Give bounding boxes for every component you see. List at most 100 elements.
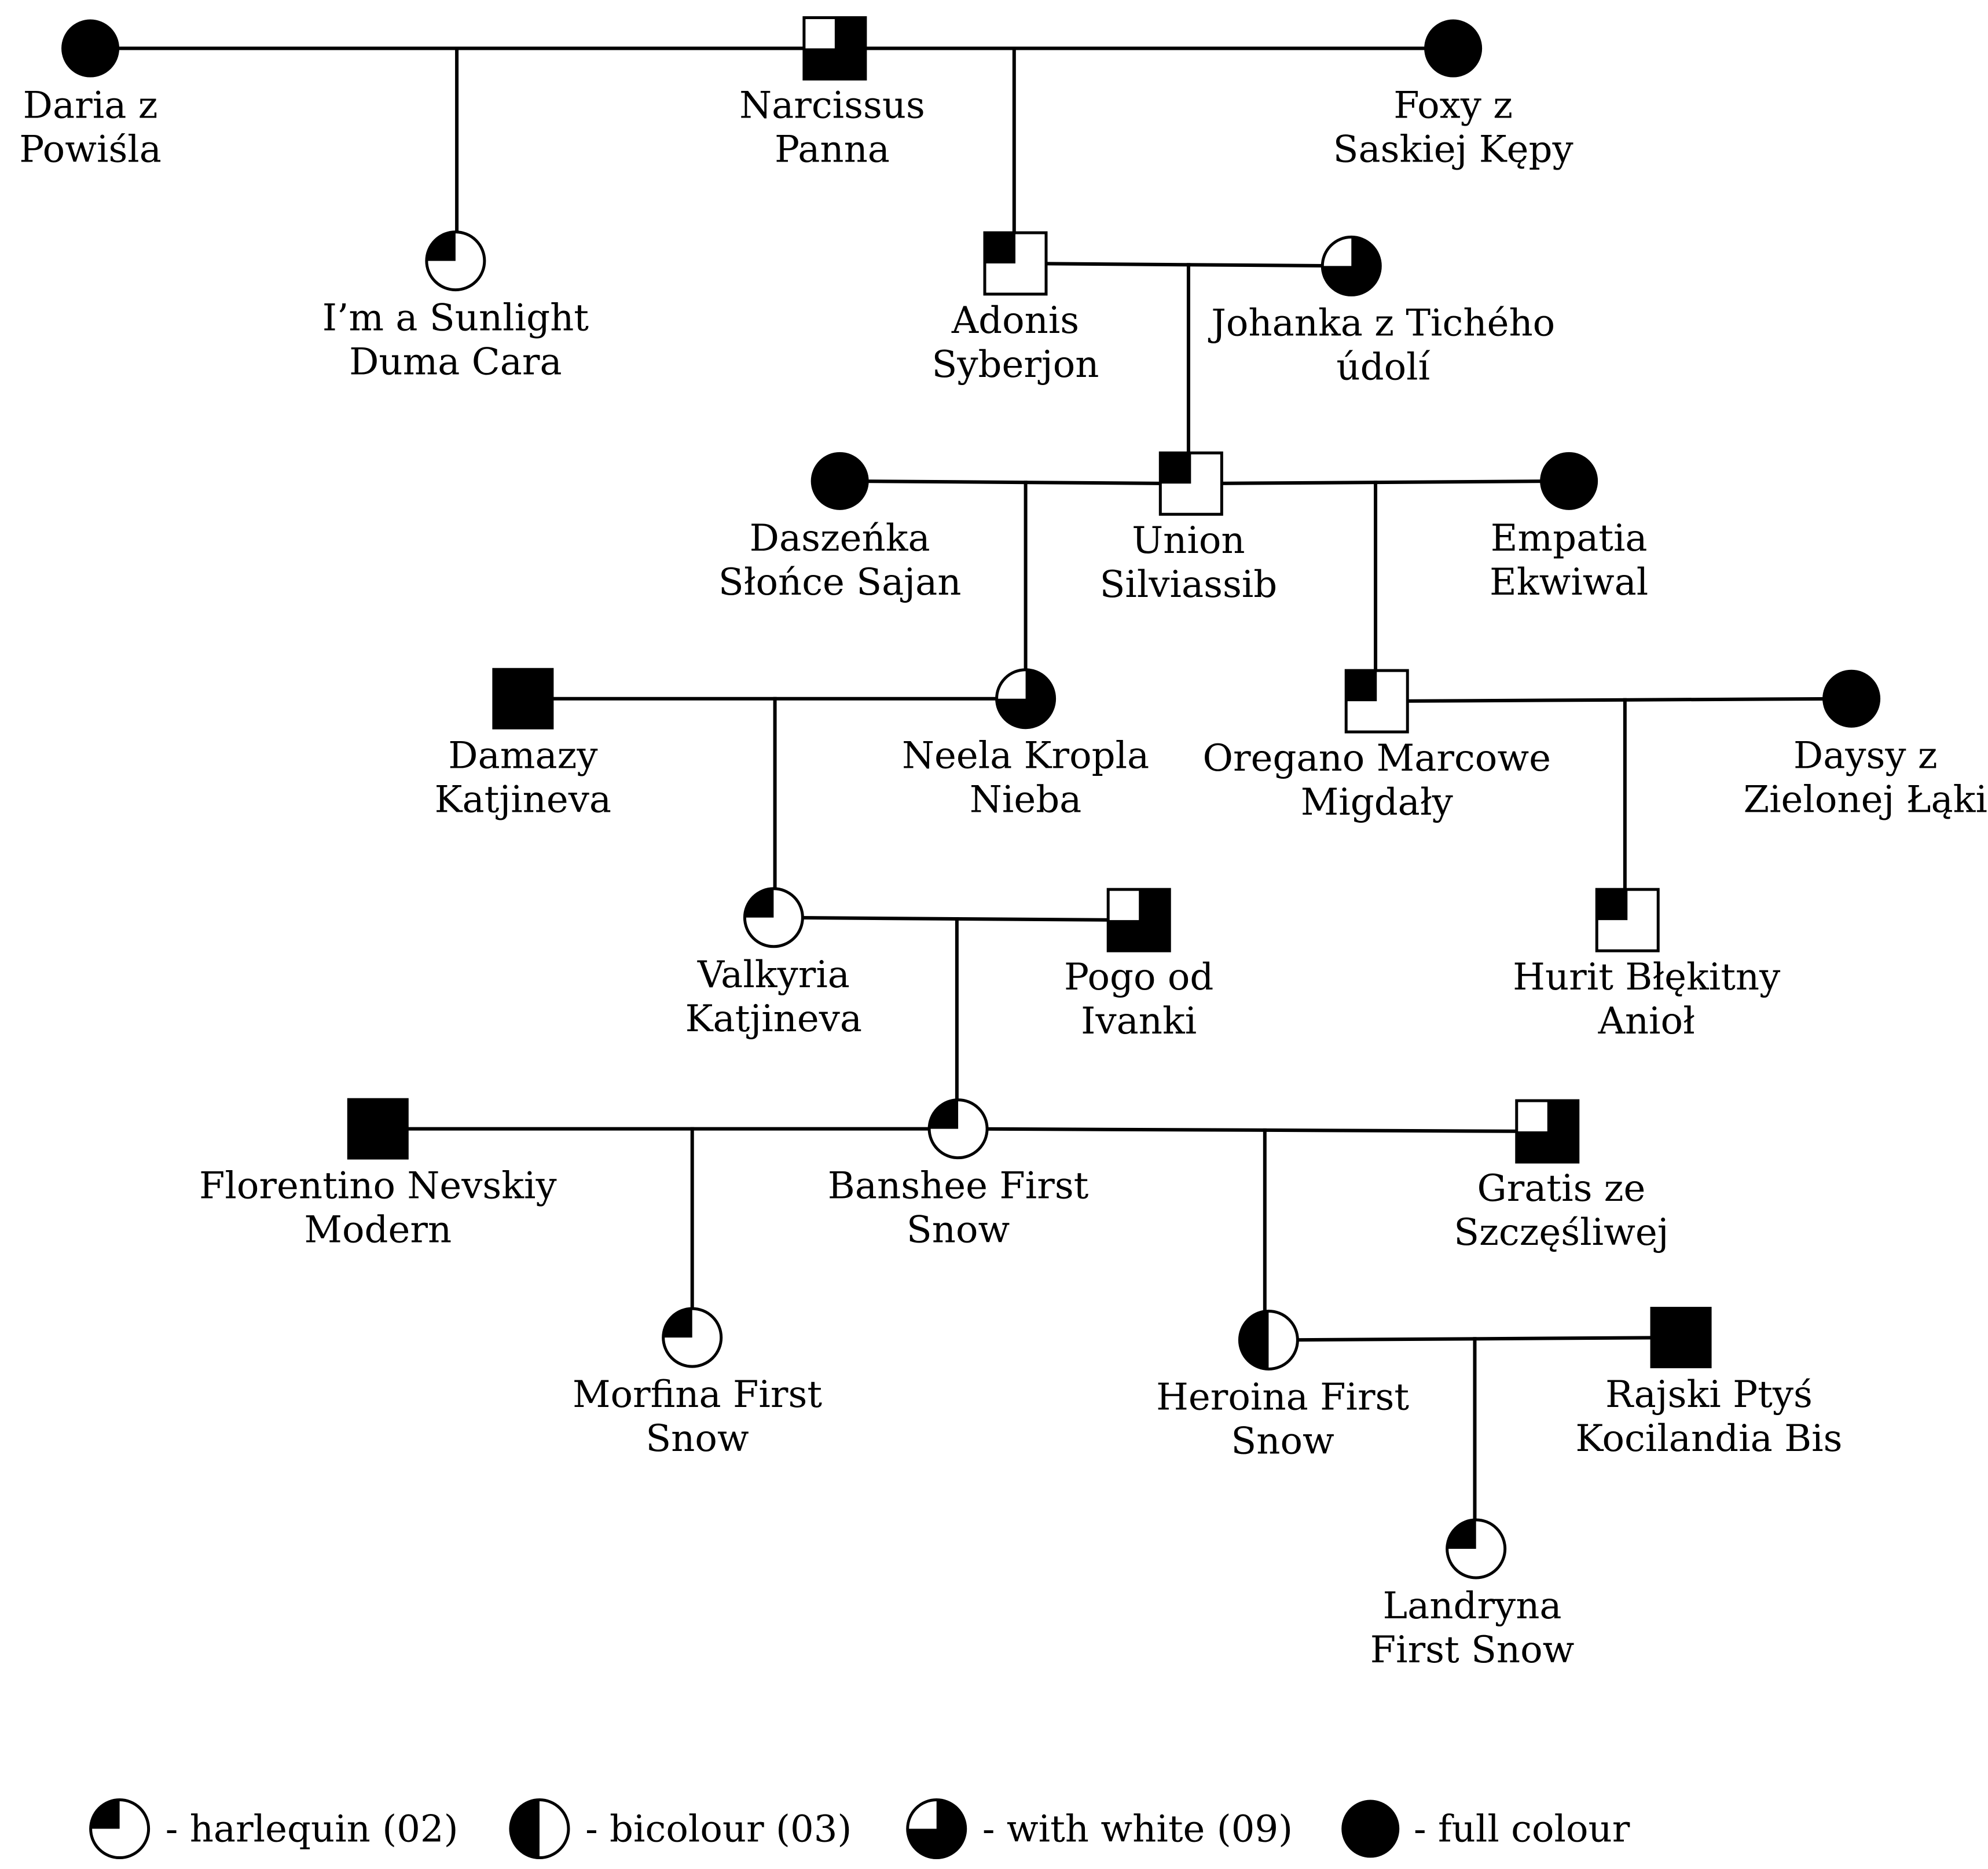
male-symbol-damazy [492,668,554,730]
name-line: Morfina First [573,1373,822,1416]
name-line: Migdały [1301,781,1453,824]
mating-line [956,1127,1549,1134]
name-line: Zielonej Łąki [1744,779,1987,822]
male-symbol-pogo [1106,888,1171,952]
female-symbol-neela [995,668,1057,730]
female-symbol-morfina [662,1307,723,1368]
male-symbol-union [1158,451,1223,516]
name-line: Landryna [1383,1585,1562,1628]
legend-symbol-with_white [906,1798,967,1860]
female-symbol-daszenka [810,452,869,510]
name-line: Johanka z Tichého [1208,302,1555,345]
female-symbol-daysy [1822,669,1881,728]
name-line: Empatia [1491,517,1648,560]
female-symbol-valkyria [743,887,804,948]
female-symbol-landryna [1446,1518,1507,1580]
name-line: Banshee First [828,1165,1089,1208]
legend-symbol-bicolour [509,1798,570,1860]
name-line: Gratis ze [1477,1167,1646,1210]
name-line: Narcissus [739,85,925,127]
name-line: Nieba [970,779,1081,822]
male-symbol-gratis [1515,1099,1580,1164]
female-symbol-heroina [1238,1309,1299,1370]
legend-label-full: - full colour [1414,1808,1630,1851]
name-line: Snow [1231,1420,1334,1463]
name-line: Valkyria [697,954,850,996]
name-line: Anioł [1598,1000,1695,1043]
name-line: Adonis [951,299,1079,342]
name-line: Katjineva [435,779,611,822]
name-line: Katjineva [685,998,862,1040]
mating-line [1189,479,1571,486]
name-line: I’m a Sunlight [322,297,589,340]
name-line: Kocilandia Bis [1575,1417,1842,1460]
name-line: Daria z [23,85,158,127]
female-symbol-sunlight [425,230,486,292]
male-symbol-oregano [1344,669,1409,734]
name-line: Daszeńka [750,517,930,560]
name-line: Słońce Sajan [718,561,962,604]
name-line: Foxy z [1393,85,1513,127]
female-symbol-empatia [1540,452,1598,510]
name-line: Damazy [448,735,597,778]
female-symbol-daria [61,19,120,78]
legend-symbol-full [1341,1800,1400,1858]
mating-line [1013,261,1354,268]
female-symbol-foxy [1424,19,1483,78]
female-symbol-johanka [1321,235,1382,296]
name-line: Ekwiwal [1490,561,1648,604]
male-symbol-hurit [1595,888,1660,952]
legend-label-with_white: - with white (09) [982,1808,1293,1851]
name-line: Ivanki [1081,1000,1197,1043]
name-line: Snow [645,1417,749,1460]
mating-line [838,479,1193,486]
name-line: Syberjon [931,343,1099,386]
name-line: Heroina First [1156,1376,1409,1419]
male-symbol-adonis [983,231,1048,296]
name-line: Rajski Ptyś [1605,1373,1813,1416]
name-line: Panna [775,129,890,171]
male-symbol-narcissus [802,16,867,81]
legend-label-harlequin: - harlequin (02) [166,1808,459,1851]
name-line: Pogo od [1064,956,1213,999]
legend: - harlequin (02) - bicolour (03) - with wh… [89,1798,1630,1860]
name-line: Snow [907,1209,1010,1252]
legend-label-bicolour: - bicolour (03) [585,1808,852,1851]
name-line: Duma Cara [349,341,562,384]
name-line: Daysy z [1793,735,1938,778]
name-line: Saskiej Kępy [1333,129,1573,171]
male-symbol-florentino [347,1098,409,1160]
individual-symbols [61,16,1881,1580]
name-line: Hurit Błękitny [1513,956,1780,999]
mating-lines [89,46,1854,1551]
legend-symbol-harlequin [89,1798,151,1860]
name-line: Neela Kropla [902,735,1149,778]
name-line: Silviassib [1100,563,1278,606]
mating-line [1375,697,1854,703]
female-symbol-banshee [927,1098,989,1160]
name-line: Szczęśliwej [1454,1211,1668,1254]
name-line: Union [1132,519,1245,562]
